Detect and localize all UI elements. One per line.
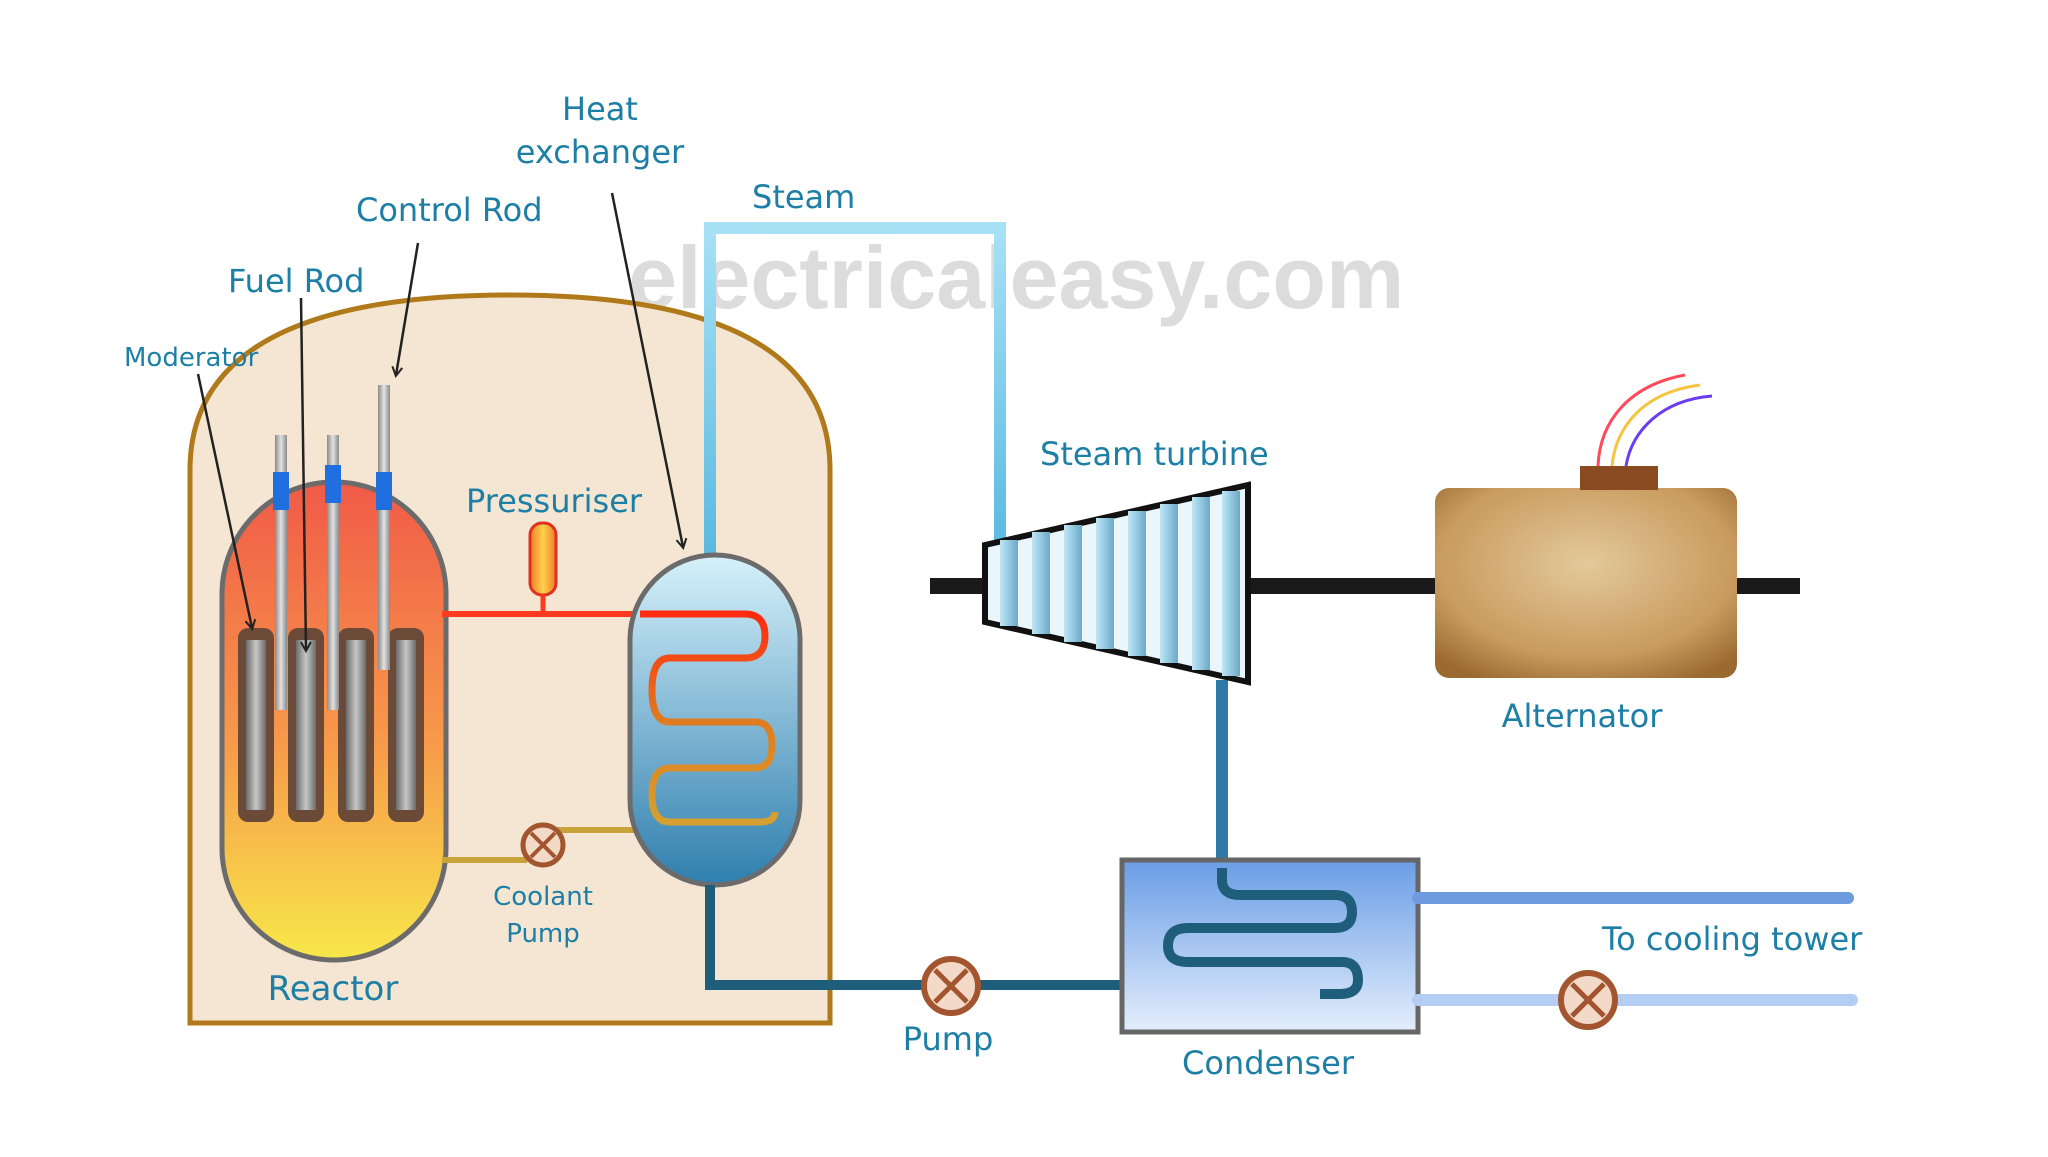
moderator-arrow xyxy=(196,373,252,628)
control-rod-band-2 xyxy=(325,465,341,503)
moderator-label: Moderator xyxy=(124,343,259,373)
steam-label: Steam xyxy=(752,178,855,216)
control-rod-arrow xyxy=(396,242,420,375)
alternator-wire-red xyxy=(1596,373,1686,467)
heat-exchanger-coil xyxy=(640,610,779,826)
steam-pipe xyxy=(704,222,1006,560)
pump-label: Pump xyxy=(903,1020,994,1058)
alternator-body xyxy=(1435,488,1737,678)
turbine-blade-8 xyxy=(1222,491,1240,676)
heat-exchanger-label-line2: exchanger xyxy=(516,133,685,171)
watermark-text: electricaleasy.com xyxy=(628,228,1404,327)
turbine-blade-1 xyxy=(1000,540,1018,626)
reactor-label: Reactor xyxy=(268,969,399,1009)
turbine-blade-3 xyxy=(1064,525,1082,642)
pressuriser-label: Pressuriser xyxy=(466,482,643,520)
coolant-pump-label-line1: Coolant xyxy=(493,882,593,912)
fuel-core-3 xyxy=(346,640,366,810)
condenser-shell xyxy=(1119,857,1421,1035)
alternator-wire-purple xyxy=(1624,394,1713,467)
fuel-rod-label: Fuel Rod xyxy=(228,262,364,300)
alternator-wire-yellow xyxy=(1610,383,1701,467)
control-rod-band-1 xyxy=(273,472,289,510)
cooling-water-pump xyxy=(1558,970,1618,1030)
cooling-tower-label: To cooling tower xyxy=(1601,920,1863,958)
feedwater-pump-cross-b xyxy=(933,968,969,1004)
steam-turbine xyxy=(982,481,1251,686)
fuel-assemblies xyxy=(238,628,424,822)
alternator-terminal-box xyxy=(1580,466,1658,490)
coolant-pump xyxy=(520,822,566,868)
control-rods xyxy=(273,385,392,710)
turbine-blade-2 xyxy=(1032,532,1050,634)
condenser-coil xyxy=(1162,868,1364,999)
condenser xyxy=(1119,857,1421,1035)
fuel-core-1 xyxy=(246,640,266,810)
turbine-blade-4 xyxy=(1096,518,1114,649)
control-rod-3 xyxy=(378,385,390,670)
condenser-label: Condenser xyxy=(1182,1044,1355,1082)
feedwater-pipe xyxy=(705,885,1155,990)
heat-exchanger-arrow xyxy=(610,192,683,547)
turbine-blade-5 xyxy=(1128,511,1146,656)
alternator xyxy=(1435,373,1737,678)
feedwater-pump xyxy=(921,956,981,1016)
control-rod-2 xyxy=(327,435,339,710)
control-rod-label: Control Rod xyxy=(356,191,543,229)
turbine-blade-6 xyxy=(1160,504,1178,663)
alternator-label: Alternator xyxy=(1502,697,1664,735)
cooling-pump-cross-b xyxy=(1570,982,1606,1018)
pressuriser-vessel xyxy=(528,521,558,597)
coolant-pump-cross-b xyxy=(529,831,557,859)
fuel-core-4 xyxy=(396,640,416,810)
fuel-rod-arrow xyxy=(299,297,306,650)
steam-turbine-label: Steam turbine xyxy=(1040,435,1269,473)
heat-exchanger-label-line1: Heat xyxy=(562,90,638,128)
turbine-blade-7 xyxy=(1192,497,1210,670)
fuel-core-2 xyxy=(296,640,316,810)
coolant-pump-label-line2: Pump xyxy=(506,919,580,949)
control-rod-band-3 xyxy=(376,472,392,510)
